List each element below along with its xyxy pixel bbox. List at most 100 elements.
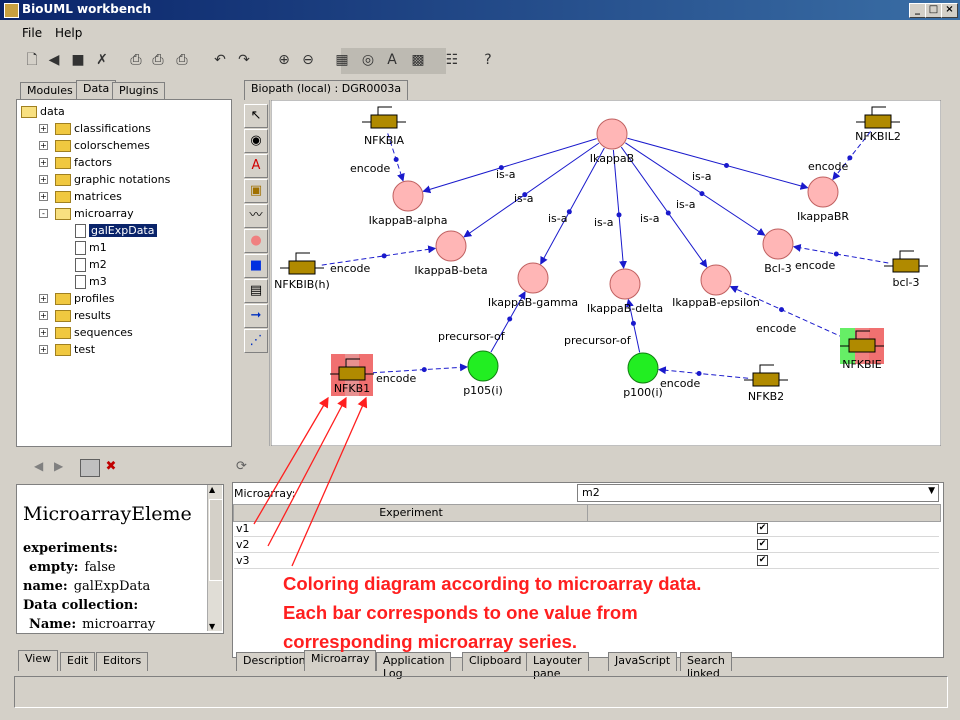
table-row[interactable] <box>234 553 939 569</box>
gene-node[interactable] <box>370 114 398 129</box>
diagram-edge[interactable] <box>620 146 708 268</box>
tree-item-m3[interactable]: m3 <box>17 274 227 291</box>
diagram-node-beta[interactable]: IkappaB-beta <box>414 230 488 277</box>
tab-view[interactable]: View <box>18 650 59 671</box>
properties-scrollbar[interactable]: ▲ ▼ <box>207 485 223 631</box>
protein-node[interactable] <box>392 180 424 212</box>
tab-description[interactable]: Description <box>236 652 313 671</box>
table-row[interactable] <box>234 521 939 537</box>
tab-editors[interactable]: Editors <box>96 652 149 671</box>
protein-node[interactable] <box>762 228 794 260</box>
note-icon[interactable]: ▤ <box>244 279 268 303</box>
diagram-edge[interactable] <box>729 285 844 339</box>
row-checkbox[interactable]: ✔ <box>757 523 768 534</box>
list-icon[interactable]: ☷ <box>445 52 459 68</box>
diagram-node-NFKBIE[interactable]: NFKBIE <box>840 328 884 371</box>
redo-icon[interactable]: ↷ <box>238 52 250 68</box>
delete-icon[interactable]: ✗ <box>96 52 108 68</box>
expand-icon[interactable]: + <box>39 158 48 167</box>
protein-node[interactable] <box>517 262 549 294</box>
undo-icon[interactable]: ↶ <box>214 52 226 68</box>
menu-file[interactable]: File <box>22 26 43 40</box>
diagram-edge[interactable] <box>657 366 749 379</box>
zoom-in-icon[interactable]: ⊕ <box>278 52 290 68</box>
diagram-node-NFKBIL2[interactable]: NFKBIL2 <box>855 106 901 143</box>
close-button[interactable]: × <box>941 3 958 18</box>
gene-node[interactable] <box>338 366 366 381</box>
tree-item-results[interactable]: +results <box>17 308 227 325</box>
back-icon[interactable]: ◀ <box>34 459 44 473</box>
tab-application-log[interactable]: Application Log <box>376 652 452 680</box>
tree-item-galExpData[interactable]: galExpData <box>17 223 227 240</box>
protein-node[interactable] <box>700 264 732 296</box>
protein-node[interactable] <box>435 230 467 262</box>
diagram-edge[interactable] <box>627 137 809 190</box>
save-icon[interactable]: ■ <box>71 52 85 68</box>
grid-icon[interactable]: ▩ <box>411 52 425 68</box>
diagram-edge[interactable] <box>625 298 641 353</box>
arrow-tool-icon[interactable]: ➞ <box>244 304 268 328</box>
table-row[interactable] <box>234 537 939 553</box>
scroll-thumb[interactable] <box>209 499 223 581</box>
refresh-icon[interactable]: ◎ <box>361 52 375 68</box>
node-icon[interactable]: ◉ <box>244 129 268 153</box>
column-header-value[interactable] <box>587 504 941 522</box>
diagram-node-NFKB2[interactable]: NFKB2 <box>744 364 788 403</box>
diagram-edge[interactable] <box>540 147 605 265</box>
diagram-node-NFKB1[interactable]: NFKB1 <box>330 354 374 396</box>
print-preview-icon[interactable]: ⎙ <box>152 52 164 68</box>
expand-icon[interactable]: + <box>39 345 48 354</box>
menu-help[interactable]: Help <box>55 26 83 40</box>
tree-item-profiles[interactable]: +profiles <box>17 291 227 308</box>
tree-item-data[interactable]: data <box>17 104 227 121</box>
text-icon[interactable]: A <box>387 52 397 68</box>
diagram-node-p105[interactable]: p105(i) <box>463 350 503 397</box>
molecule-node[interactable] <box>467 350 499 382</box>
tab-javascript[interactable]: JavaScript <box>608 652 678 671</box>
diagram-node-NFKBIA[interactable]: NFKBIA <box>362 106 406 147</box>
column-header-experiment[interactable]: Experiment <box>233 504 589 522</box>
diagram-edge[interactable] <box>321 245 437 266</box>
text-tool-icon[interactable]: A <box>244 154 268 178</box>
remove-icon[interactable]: ✖ <box>105 459 117 474</box>
microarray-select[interactable]: m2 ▼ <box>577 484 939 502</box>
tab-diagram[interactable]: Biopath (local) : DGR0003a <box>244 80 409 101</box>
tree-item-graphic-notations[interactable]: +graphic notations <box>17 172 227 189</box>
forward-icon[interactable]: ▶ <box>54 459 64 473</box>
chevron-down-icon[interactable]: ▼ <box>928 486 935 496</box>
diagram-node-alpha[interactable]: IkappaB-alpha <box>369 180 448 227</box>
molecule-node[interactable] <box>627 352 659 384</box>
minimize-button[interactable]: _ <box>909 3 926 18</box>
page-setup-icon[interactable]: ⎙ <box>176 52 188 68</box>
tree-item-sequences[interactable]: +sequences <box>17 325 227 342</box>
expand-icon[interactable]: + <box>39 328 48 337</box>
square-tool-icon[interactable]: ■ <box>244 254 268 278</box>
protein-node[interactable] <box>596 118 628 150</box>
gene-node[interactable] <box>864 114 892 129</box>
tree-item-microarray[interactable]: -microarray <box>17 206 227 223</box>
pointer-icon[interactable]: ↖ <box>244 104 268 128</box>
expand-icon[interactable]: + <box>39 192 48 201</box>
refresh-icon[interactable]: ⟳ <box>236 459 247 474</box>
circle-tool-icon[interactable]: ● <box>244 229 268 253</box>
gene-tool-icon[interactable]: ▣ <box>244 179 268 203</box>
diagram-edge[interactable] <box>463 142 600 238</box>
print-icon[interactable]: ⎙ <box>130 52 142 68</box>
scroll-up-icon[interactable]: ▲ <box>209 485 216 494</box>
expand-icon[interactable]: + <box>39 124 48 133</box>
diagram-node-IkappaB[interactable]: IkappaB <box>590 118 634 165</box>
diagram-edge[interactable] <box>422 138 597 194</box>
tree-item-classifications[interactable]: +classifications <box>17 121 227 138</box>
diagram-node-delta[interactable]: IkappaB-delta <box>587 268 663 315</box>
tree-item-matrices[interactable]: +matrices <box>17 189 227 206</box>
tree-item-test[interactable]: +test <box>17 342 227 359</box>
tab-microarray[interactable]: Microarray <box>304 650 377 671</box>
collapse-icon[interactable]: - <box>39 209 48 218</box>
help-icon[interactable]: ? <box>484 52 492 68</box>
expand-icon[interactable]: + <box>39 294 48 303</box>
protein-node[interactable] <box>609 268 641 300</box>
tree-item-colorschemes[interactable]: +colorschemes <box>17 138 227 155</box>
expand-icon[interactable]: + <box>39 311 48 320</box>
gene-node[interactable] <box>752 372 780 387</box>
tree-item-m2[interactable]: m2 <box>17 257 227 274</box>
